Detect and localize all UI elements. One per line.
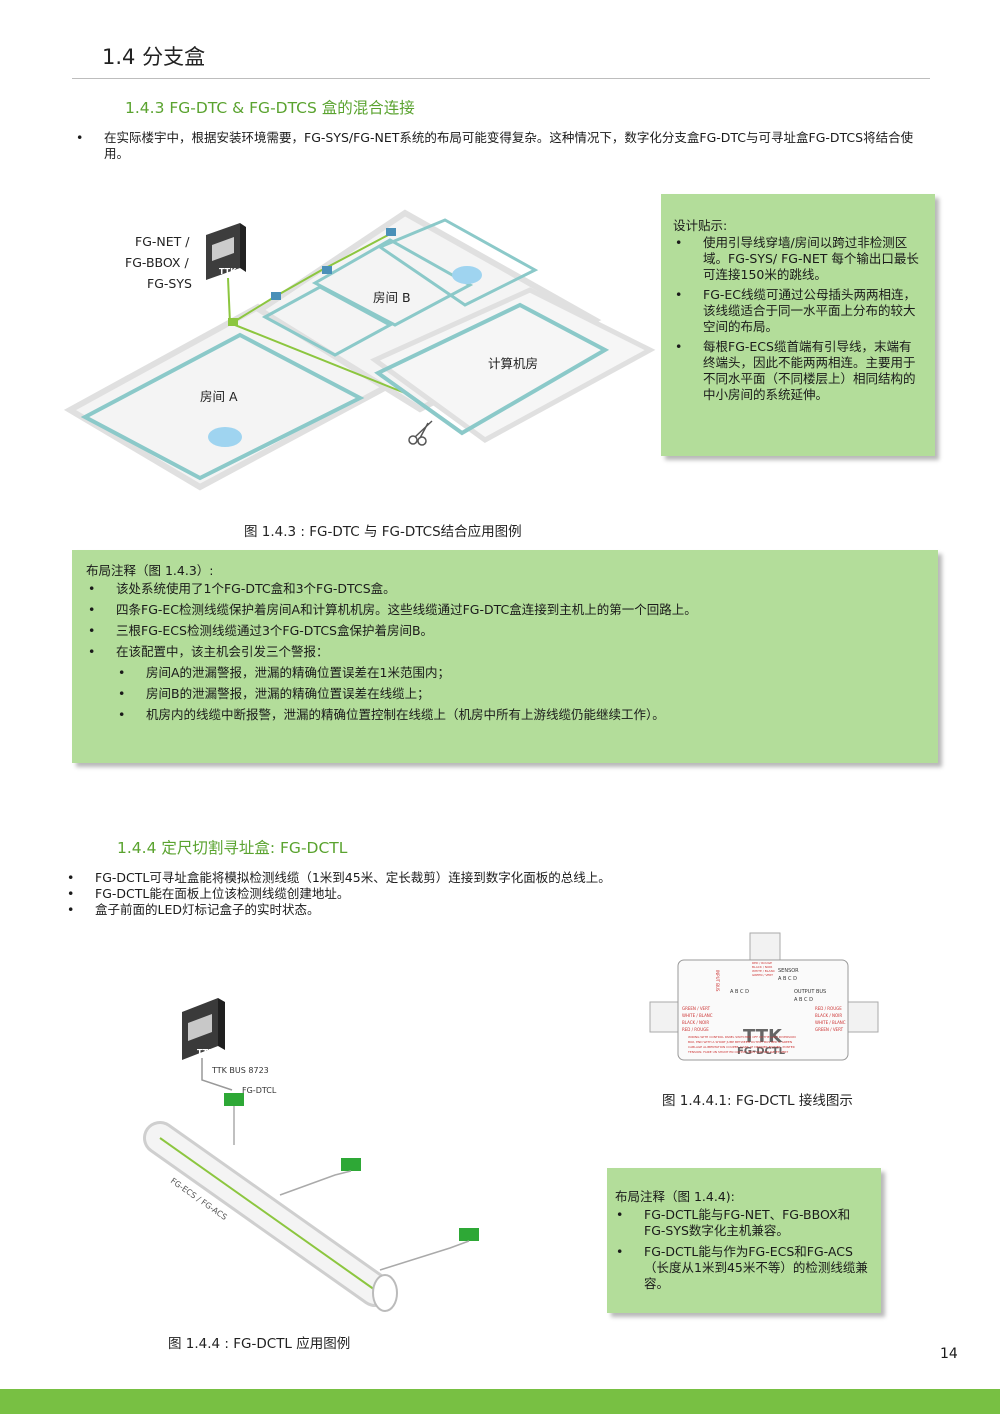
wire-top-2: WHITE / BLANC: [752, 969, 775, 973]
wiring-model: FG-DCTL: [737, 1046, 786, 1057]
guide-wire-b: [231, 232, 393, 324]
warning-line-3: TENSION. FAIRE UN SHUNT EN OUTPUT (BUS S…: [687, 1050, 788, 1054]
bullet-item: FG-DCTL可寻址盒能将模拟检测线缆（1米到45米、定长裁剪）连接到数字化面板…: [67, 870, 915, 886]
dtcs-box-1: [271, 292, 281, 300]
bullet-item: FG-DCTL能在面板上位该检测线缆创建地址。: [67, 886, 915, 902]
intro-list-143: 在实际楼宇中，根据安装环境需要，FG-SYS/FG-NET系统的布局可能变得复杂…: [76, 130, 934, 162]
tip-item: FG-EC线缆可通过公母插头两两相连，该线缆适合于同一水平面上分布的较大空间的布…: [675, 287, 923, 335]
room-a-cable: [80, 332, 365, 481]
panel-label-line-3: FG-SYS: [147, 276, 192, 291]
fg-dctl-wiring-diagram: INPUT BUS SENSOR A B C D A B C D OUTPUT …: [649, 932, 879, 1061]
tip-item: 每根FG-ECS缆首端有引导线，末端有终端头，因此不能两两相连。主要用于不同水平…: [675, 339, 923, 403]
tip-item: 使用引导线穿墙/房间以跨过非检测区域。FG-SYS/ FG-NET 每个输出口最…: [675, 235, 923, 283]
room-a-label: 房间 A: [200, 389, 238, 404]
panel-logo: TTK: [219, 267, 237, 276]
note-subitem: 机房内的线缆中断报警，泄漏的精确位置控制在线缆上（机房中所有上游线缆仍能继续工作…: [118, 707, 926, 723]
sensor-label: SENSOR: [778, 968, 799, 974]
mixed-connection-diagram: TTK FG-NET / FG-BBOX / FG-SYS 房间 A 房间 B …: [63, 209, 656, 491]
note-item: 在该配置中，该主机会引发三个警报：: [88, 644, 916, 660]
subsection-title-144: 1.4.4 定尺切割寻址盒: FG-DCTL: [117, 839, 348, 857]
output-bus-label: OUTPUT BUS: [794, 989, 826, 995]
warning-line-2: CABLAGE ALIMENTATION COUPEE. DANS LE DER…: [688, 1045, 795, 1049]
figure-caption-143: 图 1.4.3 : FG-DTC 与 FG-DTCS结合应用图例: [244, 524, 522, 540]
note-item: 该处系统使用了1个FG-DTC盒和3个FG-DTCS盒。: [88, 581, 916, 597]
control-panel-icon: [182, 998, 225, 1060]
wire-left-1: WHITE / BLANC: [682, 1013, 713, 1018]
wire-top-0: RED / ROUGE: [752, 961, 772, 965]
panel-label-line-2: FG-BBOX /: [125, 255, 189, 270]
subsection-title-143: 1.4.3 FG-DTC & FG-DTCS 盒的混合连接: [125, 99, 415, 117]
notes-title-143: 布局注释（图 1.4.3）:: [86, 563, 214, 578]
input-letters: A B C D: [730, 989, 749, 995]
dctl-box-3: [459, 1228, 479, 1241]
wiring-logo: TTK: [743, 1026, 783, 1047]
wire-right-2: WHITE / BLANC: [815, 1020, 846, 1025]
wire-top-3: GREEN / VERT: [752, 973, 773, 977]
scissors-icon: [408, 420, 433, 446]
dctl-box-1: [224, 1093, 244, 1106]
wiring-caption: 图 1.4.4.1: FG-DCTL 接线图示: [662, 1093, 853, 1109]
warning-line-0: WIRING WITH CONTROL PANEL SWITCHED OFF. …: [688, 1035, 796, 1039]
computer-room-cable: [374, 302, 610, 436]
notes-list-143: 该处系统使用了1个FG-DTC盒和3个FG-DTCS盒。 四条FG-EC检测线缆…: [88, 581, 916, 665]
note-item: 三根FG-ECS检测线缆通过3个FG-DTCS盒保护着房间B。: [88, 623, 916, 639]
note-item: FG-DCTL能与作为FG-ECS和FG-ACS（长度从1米到45米不等）的检测…: [616, 1244, 869, 1292]
wire-left-3: RED / ROUGE: [682, 1027, 709, 1032]
wire-right-1: BLACK / NOIR: [815, 1013, 842, 1018]
control-panel-icon: [206, 223, 246, 280]
computer-room-floor: [370, 287, 656, 443]
layout-notes-box-144: 布局注释（图 1.4.4): FG-DCTL能与FG-NET、FG-BBOX和F…: [607, 1168, 881, 1313]
footer-bar: [0, 1389, 1000, 1414]
figure-caption-144: 图 1.4.4 : FG-DCTL 应用图例: [168, 1336, 351, 1352]
dtcs-box-3: [386, 228, 396, 236]
computer-room-label: 计算机房: [488, 356, 538, 371]
bus-label: TTK BUS 8723: [211, 1066, 269, 1075]
wire-left-2: BLACK / NOIR: [682, 1020, 709, 1025]
fg-dctl-application-diagram: TTK TTK BUS 8723 FG-DTCL FG-ECS / FG-ACS: [143, 998, 479, 1312]
output-letters: A B C D: [794, 997, 813, 1003]
design-tips-title: 设计贴示:: [673, 218, 728, 233]
leak-room-a: [208, 427, 242, 447]
bus-wire: [201, 1058, 233, 1091]
section-title: 1.4 分支盒: [102, 45, 206, 69]
wire-left-0: GREEN / VERT: [682, 1006, 711, 1011]
box-outline: [677, 959, 849, 1061]
header-rule: [72, 78, 930, 79]
panel-logo: TTK: [197, 1048, 215, 1057]
panel-label-line-1: FG-NET /: [135, 234, 190, 249]
note-subitem: 房间A的泄漏警报，泄漏的精确位置误差在1米范围内；: [118, 665, 926, 681]
layout-notes-box-143: 布局注释（图 1.4.3）: 该处系统使用了1个FG-DTC盒和3个FG-DTC…: [72, 550, 938, 763]
notes-sublist-143: 房间A的泄漏警报，泄漏的精确位置误差在1米范围内； 房间B的泄漏警报，泄漏的精确…: [118, 665, 926, 723]
notes-title-144: 布局注释（图 1.4.4):: [615, 1189, 735, 1204]
notes-list-144: FG-DCTL能与FG-NET、FG-BBOX和FG-SYS数字化主机兼容。 F…: [616, 1207, 869, 1292]
intro-paragraph: 在实际楼宇中，根据安装环境需要，FG-SYS/FG-NET系统的布局可能变得复杂…: [76, 130, 934, 162]
sensor-letters: A B C D: [778, 976, 797, 982]
note-subitem: 房间B的泄漏警报，泄漏的精确位置误差在线缆上；: [118, 686, 926, 702]
design-tips-box: 设计贴示: 使用引导线穿墙/房间以跨过非检测区域。FG-SYS/ FG-NET …: [661, 194, 935, 456]
bullets-144: FG-DCTL可寻址盒能将模拟检测线缆（1米到45米、定长裁剪）连接到数字化面板…: [67, 870, 915, 918]
note-item: FG-DCTL能与FG-NET、FG-BBOX和FG-SYS数字化主机兼容。: [616, 1207, 869, 1239]
room-b-cable-2: [311, 238, 474, 327]
bullet-item: 盒子前面的LED灯标记盒子的实时状态。: [67, 902, 915, 918]
leak-room-b: [452, 266, 482, 284]
warning-line-1: BOX, END WITH A SHORT JUMP BETWEEN OUTPU…: [688, 1040, 792, 1044]
room-b-cable-1: [261, 285, 394, 357]
box-label: FG-DTCL: [242, 1086, 277, 1095]
design-tips-list: 使用引导线穿墙/房间以跨过非检测区域。FG-SYS/ FG-NET 每个输出口最…: [675, 235, 923, 403]
input-bus-label: INPUT BUS: [715, 970, 720, 992]
room-b-cable-3: [376, 218, 539, 307]
sensing-cable-tube: [143, 1121, 398, 1312]
dctl-box-2: [341, 1158, 361, 1171]
note-item: 四条FG-EC检测线缆保护着房间A和计算机机房。这些线缆通过FG-DTC盒连接到…: [88, 602, 916, 618]
dtcs-box-2: [322, 266, 332, 274]
wire-right-0: RED / ROUGE: [815, 1006, 842, 1011]
room-b-label: 房间 B: [373, 290, 411, 305]
wire-top-1: BLACK / NOIR: [752, 965, 772, 969]
wire-right-3: GREEN / VERT: [815, 1027, 844, 1032]
dtc-box: [228, 318, 238, 326]
page-number: 14: [940, 1346, 958, 1362]
